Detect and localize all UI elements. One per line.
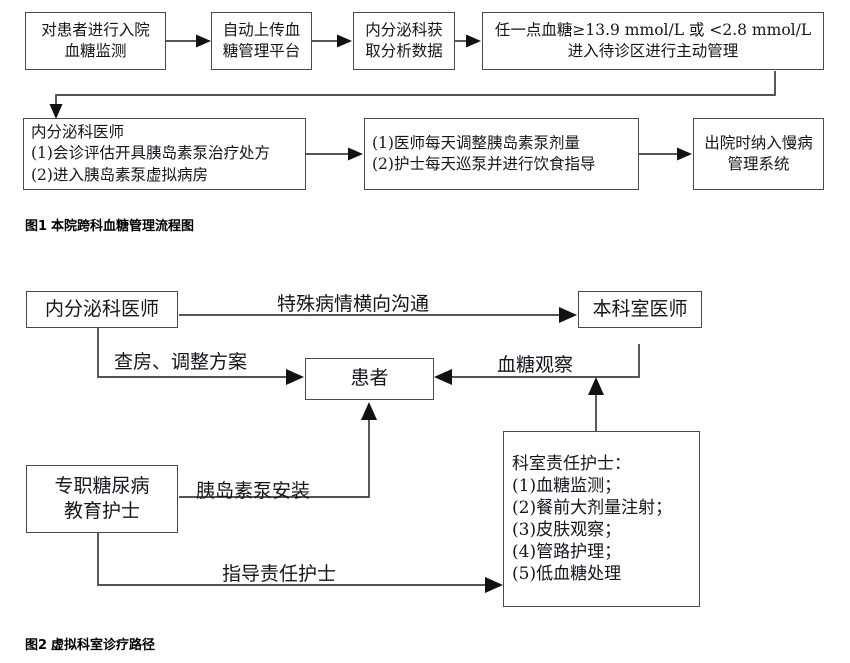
fig2-dept-nurse-line-5: (4)管路护理； — [512, 542, 622, 563]
fig2-endo-doctor-label: 内分泌科医师 — [44, 297, 159, 320]
fig1-node-daily-pump-management: (1)医师每天调整胰岛素泵剂量 (2)护士每天巡泵并进行饮食指导 — [364, 118, 639, 190]
fig2-dept-nurse-line-4: (3)皮肤观察； — [512, 520, 622, 540]
fig1-n5-line-2: (1)会诊评估开具胰岛素泵治疗处方 — [31, 144, 270, 163]
fig2-edge-label-guide-responsible-nurse: 指导责任护士 — [222, 563, 337, 585]
arrow-n2-to-n3 — [312, 34, 352, 48]
fig2-node-department-doctor: 本科室医师 — [578, 291, 702, 328]
arrow-n4-to-n5 — [49, 71, 776, 119]
fig1-n6-line-1: (1)医师每天调整胰岛素泵剂量 — [372, 133, 580, 152]
fig2-dept-nurse-line-6: (5)低血糖处理 — [512, 564, 622, 585]
arrow-dept-doctor-to-patient — [434, 344, 640, 385]
fig1-node-discharge-chronic-system: 出院时纳入慢病 管理系统 — [693, 118, 824, 190]
fig2-patient-label: 患者 — [350, 367, 389, 390]
fig1-n5-line-3: (2)进入胰岛素泵虚拟病房 — [31, 165, 208, 184]
fig1-n2-line-1: 自动上传血 — [222, 20, 301, 39]
arrow-endo-to-patient — [97, 328, 304, 385]
fig1-n1-line-1: 对患者进行入院 — [41, 20, 150, 39]
fig1-n3-line-2: 取分析数据 — [365, 42, 443, 60]
fig1-n2-line-2: 糖管理平台 — [222, 42, 301, 60]
fig2-node-endocrine-doctor: 内分泌科医师 — [26, 291, 178, 328]
fig2-edge-label-pump-installation: 胰岛素泵安装 — [196, 480, 311, 502]
fig2-edu-nurse-line-2: 教育护士 — [63, 500, 140, 522]
arrow-n5-to-n6 — [306, 147, 363, 161]
fig1-n3-line-1: 内分泌科获 — [365, 20, 443, 39]
fig2-edu-nurse-line-1: 专职糖尿病 — [54, 474, 150, 497]
fig1-n7-line-1: 出院时纳入慢病 — [704, 133, 813, 152]
fig2-edge-label-cross-communication: 特殊病情横向沟通 — [277, 293, 430, 315]
fig1-n4-line-1: 任一点血糖≥13.9 mmol/L 或 <2.8 mmol/L — [494, 20, 812, 39]
fig1-node-endocrine-analyze-data: 内分泌科获 取分析数据 — [353, 12, 455, 70]
arrow-endo-to-dept-doctor — [179, 307, 577, 323]
fig2-dept-doctor-label: 本科室医师 — [592, 297, 688, 320]
fig2-dept-nurse-line-2: (1)血糖监测； — [512, 475, 622, 496]
fig2-dept-nurse-line-3: (2)餐前大剂量注射； — [512, 497, 673, 518]
fig1-node-glucose-threshold-triage: 任一点血糖≥13.9 mmol/L 或 <2.8 mmol/L 进入待诊区进行主… — [482, 12, 824, 70]
fig1-n7-line-2: 管理系统 — [727, 155, 790, 173]
fig1-n6-line-2: (2)护士每天巡泵并进行饮食指导 — [372, 155, 596, 173]
arrow-n3-to-n4 — [455, 34, 481, 48]
fig1-node-admission-monitoring: 对患者进行入院 血糖监测 — [25, 12, 166, 70]
fig1-n4-line-2: 进入待诊区进行主动管理 — [567, 42, 739, 60]
figure1-caption-text: 本院跨科血糖管理流程图 — [51, 219, 195, 234]
fig2-edge-label-glucose-observation: 血糖观察 — [497, 354, 574, 376]
fig2-edge-label-rounds-and-adjust: 查房、调整方案 — [114, 351, 248, 373]
fig2-node-patient: 患者 — [305, 358, 434, 400]
arrow-edu-nurse-to-patient — [179, 402, 377, 498]
arrow-edu-nurse-to-dept-nurse — [97, 533, 503, 593]
fig2-node-diabetes-education-nurse: 专职糖尿病 教育护士 — [26, 465, 178, 533]
fig2-dept-nurse-line-1: 科室责任护士： — [512, 453, 631, 474]
arrow-dept-nurse-to-dept-doctor — [588, 377, 604, 431]
fig1-node-auto-upload-platform: 自动上传血 糖管理平台 — [211, 12, 312, 70]
fig1-n5-line-1: 内分泌科医师 — [31, 122, 125, 141]
arrow-n1-to-n2 — [166, 34, 211, 48]
fig1-node-endocrine-doctor-tasks: 内分泌科医师 (1)会诊评估开具胰岛素泵治疗处方 (2)进入胰岛素泵虚拟病房 — [23, 118, 306, 190]
fig2-node-department-responsible-nurse: 科室责任护士： (1)血糖监测； (2)餐前大剂量注射； (3)皮肤观察； (4… — [503, 431, 700, 607]
figure2-caption-number: 图2 — [25, 638, 48, 653]
arrow-n6-to-n7 — [639, 147, 692, 161]
fig1-n1-line-2: 血糖监测 — [64, 42, 127, 60]
figure1-caption-number: 图1 — [25, 219, 48, 234]
figure2-caption-text: 虚拟科室诊疗路径 — [51, 638, 156, 653]
